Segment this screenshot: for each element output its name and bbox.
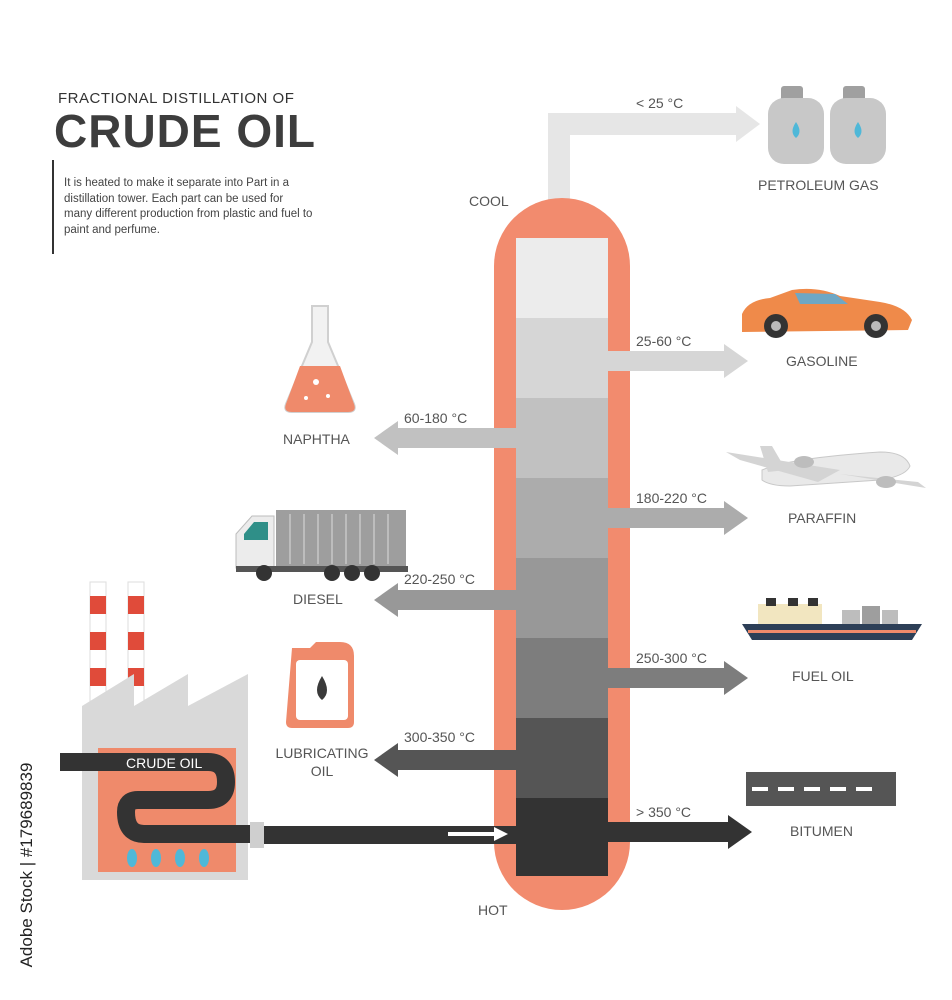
temp-bitumen: > 350 °C [636, 804, 692, 820]
flask-icon [284, 305, 356, 413]
arrow-diesel [374, 583, 518, 617]
oil-can-icon [286, 642, 354, 728]
tower-bottom-label: HOT [478, 902, 508, 918]
temp-gasoline: 25-60 °C [636, 333, 692, 349]
truck-icon [235, 510, 408, 581]
crude-oil-feed-label: CRUDE OIL [126, 755, 203, 771]
product-paraffin: PARAFFIN [788, 510, 857, 526]
factory-furnace [60, 581, 264, 880]
arrow-fuel-oil [608, 661, 748, 695]
arrow-naphtha [374, 421, 518, 455]
distillation-tower [494, 198, 630, 910]
gas-cylinder-icon [768, 86, 886, 164]
temp-petroleum-gas: < 25 °C [636, 95, 684, 111]
temp-naphtha: 60-180 °C [404, 410, 468, 426]
arrow-gasoline [608, 344, 748, 378]
burner-flames [127, 849, 209, 867]
product-lubricating-oil: LUBRICATING OIL [275, 745, 369, 779]
product-gasoline: GASOLINE [786, 353, 858, 369]
product-diesel: DIESEL [293, 591, 343, 607]
ship-icon [742, 598, 922, 640]
car-icon [742, 288, 912, 338]
temp-fuel-oil: 250-300 °C [636, 650, 707, 666]
arrow-bitumen [608, 815, 752, 849]
airplane-icon [726, 446, 926, 488]
product-bitumen: BITUMEN [790, 823, 853, 839]
temp-paraffin: 180-220 °C [636, 490, 707, 506]
stock-id-text: Adobe Stock | #179689839 [17, 762, 36, 968]
diagram-description: It is heated to make it separate into Pa… [64, 177, 313, 236]
feed-pipe [250, 826, 518, 844]
diagram-subtitle: FRACTIONAL DISTILLATION OF [58, 90, 295, 107]
arrow-lubricating-oil [374, 743, 518, 777]
arrow-paraffin [608, 501, 748, 535]
product-naphtha: NAPHTHA [283, 431, 350, 447]
stock-watermark: Adobe Stock | #179689839 [12, 760, 36, 970]
product-petroleum-gas: PETROLEUM GAS [758, 177, 879, 193]
tower-top-label: COOL [469, 193, 509, 209]
diagram-title: CRUDE OIL [54, 105, 316, 157]
road-icon [746, 772, 896, 806]
product-fuel-oil: FUEL OIL [792, 668, 854, 684]
temp-lubricating-oil: 300-350 °C [404, 729, 475, 745]
description-divider [52, 160, 54, 254]
temp-diesel: 220-250 °C [404, 571, 475, 587]
